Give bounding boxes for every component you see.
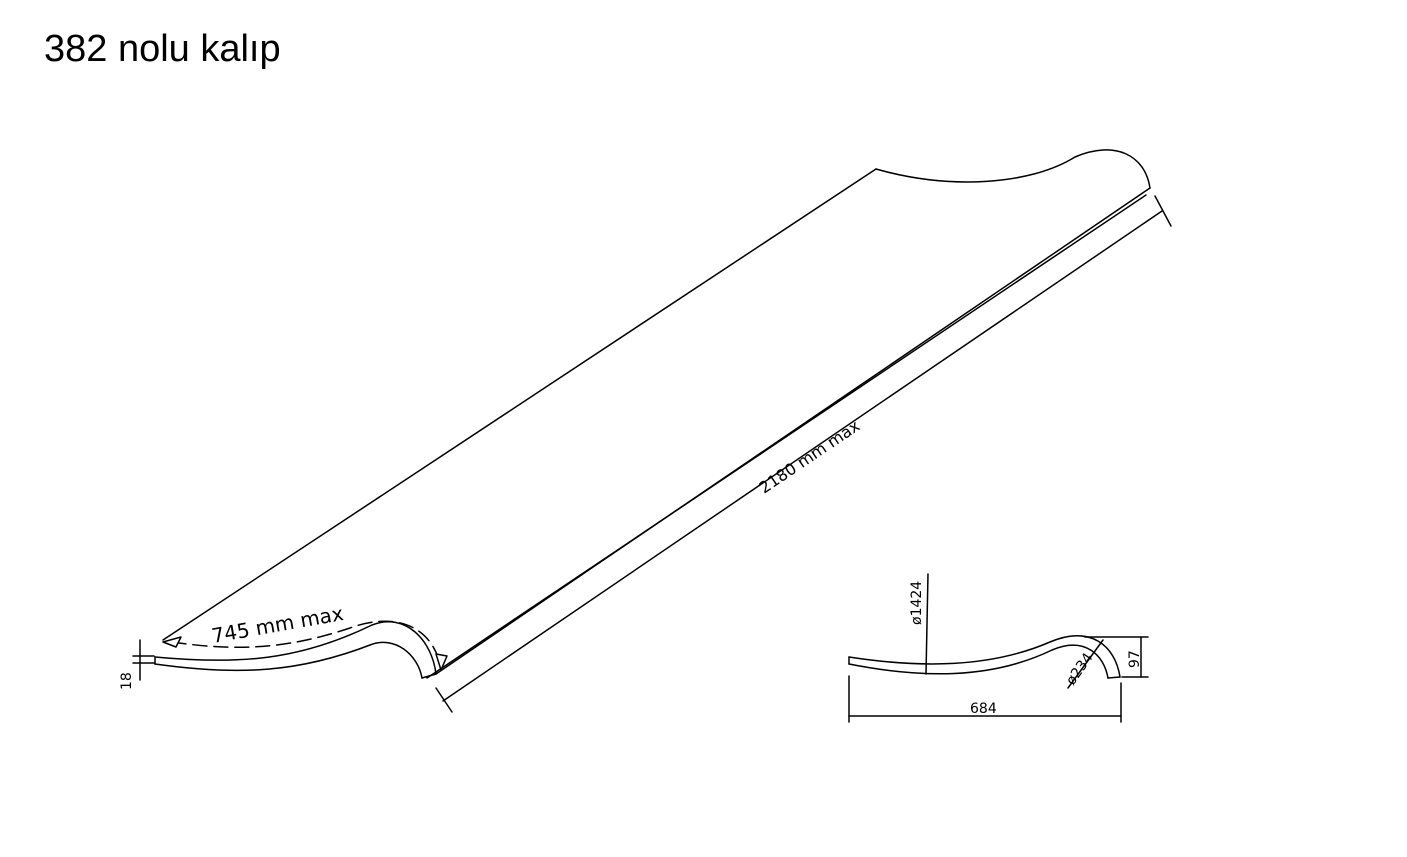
- length-dimension-label: 2180 mm max: [756, 416, 864, 497]
- panel-back-profile-edge: [875, 149, 1151, 189]
- width-dimension-arrow-left: [162, 636, 182, 648]
- length-extension-line-bottom: [435, 687, 453, 713]
- profile-outer-curve: [848, 635, 1121, 678]
- width-dimension-label: 745 mm max: [210, 601, 346, 648]
- width-dimension-arrow-right: [435, 653, 448, 671]
- length-extension-line-top: [1154, 195, 1172, 227]
- large-radius-leader: [925, 573, 929, 675]
- thickness-dimension-label: 18: [119, 672, 135, 690]
- width-dimension-arc: [171, 620, 441, 665]
- panel-side-line: [426, 194, 1147, 679]
- profile-width-label: 684: [970, 701, 997, 717]
- small-radius-leader: [1067, 639, 1104, 689]
- panel-top-long-edge: [162, 168, 877, 641]
- panel-front-profile-inner: [154, 641, 423, 679]
- profile-height-label: 97: [1127, 650, 1143, 668]
- length-dimension-line: [442, 210, 1163, 702]
- large-diameter-label: ø1424: [909, 581, 925, 625]
- profile-inner-curve: [848, 644, 1109, 679]
- panel-right-long-edge: [435, 187, 1151, 675]
- panel-front-profile-outer: [154, 621, 437, 675]
- profile-right-end: [1107, 676, 1121, 679]
- panel-front-right-end: [421, 673, 437, 679]
- page-title: 382 nolu kalıp: [44, 28, 281, 70]
